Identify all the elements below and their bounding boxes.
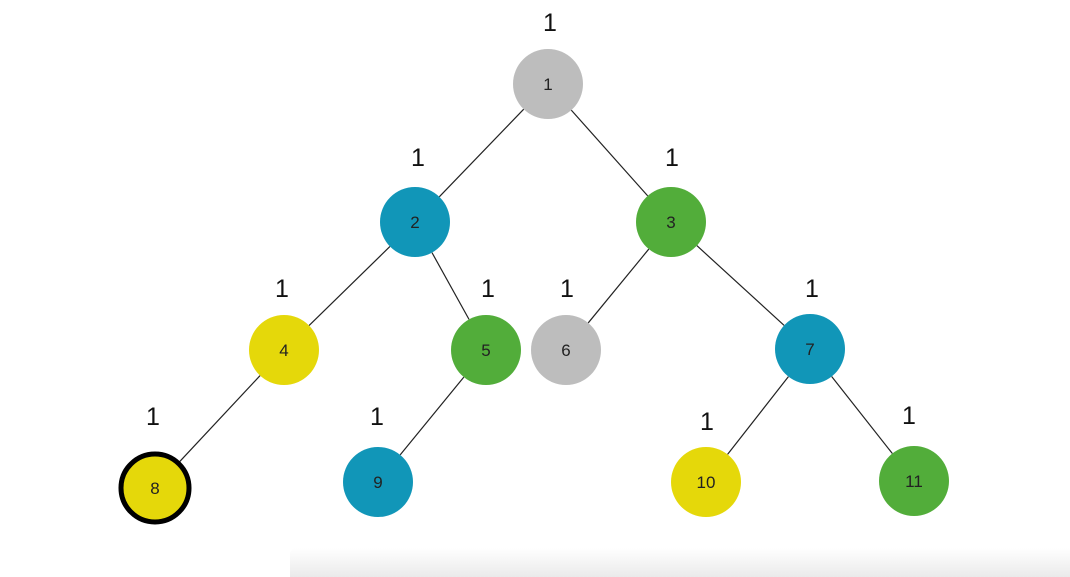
node-weight-10: 1 [700,408,714,436]
node-6: 6 [531,315,601,385]
edge-7-11 [831,376,893,454]
node-label-9: 9 [373,473,382,492]
node-11: 11 [879,446,949,516]
node-weight-6: 1 [560,275,574,303]
node-7: 7 [775,314,845,384]
node-label-4: 4 [279,341,288,360]
edge-2-5 [431,252,470,320]
node-circle-10 [671,447,741,517]
node-circle-8 [118,451,192,525]
node-circle-5 [451,315,521,385]
edge-1-3 [570,109,649,197]
node-circle-11 [879,446,949,516]
node-weight-11: 1 [902,402,916,430]
node-weight-7: 1 [805,275,819,303]
node-weight-3: 1 [665,144,679,172]
node-weight-4: 1 [275,275,289,303]
node-circle-2 [380,187,450,257]
edge-1-2 [438,108,525,198]
node-5: 5 [451,315,521,385]
edges-layer [178,108,893,463]
node-weight-2: 1 [411,144,425,172]
node-label-2: 2 [410,213,419,232]
node-2: 2 [380,187,450,257]
node-label-7: 7 [805,340,814,359]
node-8: 8 [118,451,192,525]
edge-3-6 [587,248,650,324]
node-circle-3 [636,187,706,257]
node-weight-8: 1 [146,403,160,431]
node-circle-4 [249,315,319,385]
node-3: 3 [636,187,706,257]
node-weight-1: 1 [543,9,557,37]
node-weight-9: 1 [370,403,384,431]
edge-4-8 [178,375,261,463]
node-label-5: 5 [481,341,490,360]
node-label-6: 6 [561,341,570,360]
node-label-8: 8 [150,479,159,498]
node-weight-5: 1 [481,275,495,303]
node-circle-6 [531,315,601,385]
edge-3-7 [696,245,785,326]
node-circle-1 [513,49,583,119]
node-1: 1 [513,49,583,119]
edge-2-4 [308,246,391,326]
node-10: 10 [671,447,741,517]
bottom-shadow [290,548,1070,577]
node-label-1: 1 [543,75,552,94]
node-label-10: 10 [697,473,716,492]
node-4: 4 [249,315,319,385]
edge-7-10 [727,376,789,455]
node-9: 9 [343,447,413,517]
node-label-11: 11 [905,472,923,491]
edge-5-9 [399,376,465,456]
weights-layer: 1 1 1 1 1 1 1 1 1 1 1 [146,9,916,436]
node-circle-9 [343,447,413,517]
node-circle-7 [775,314,845,384]
node-label-3: 3 [666,213,675,232]
